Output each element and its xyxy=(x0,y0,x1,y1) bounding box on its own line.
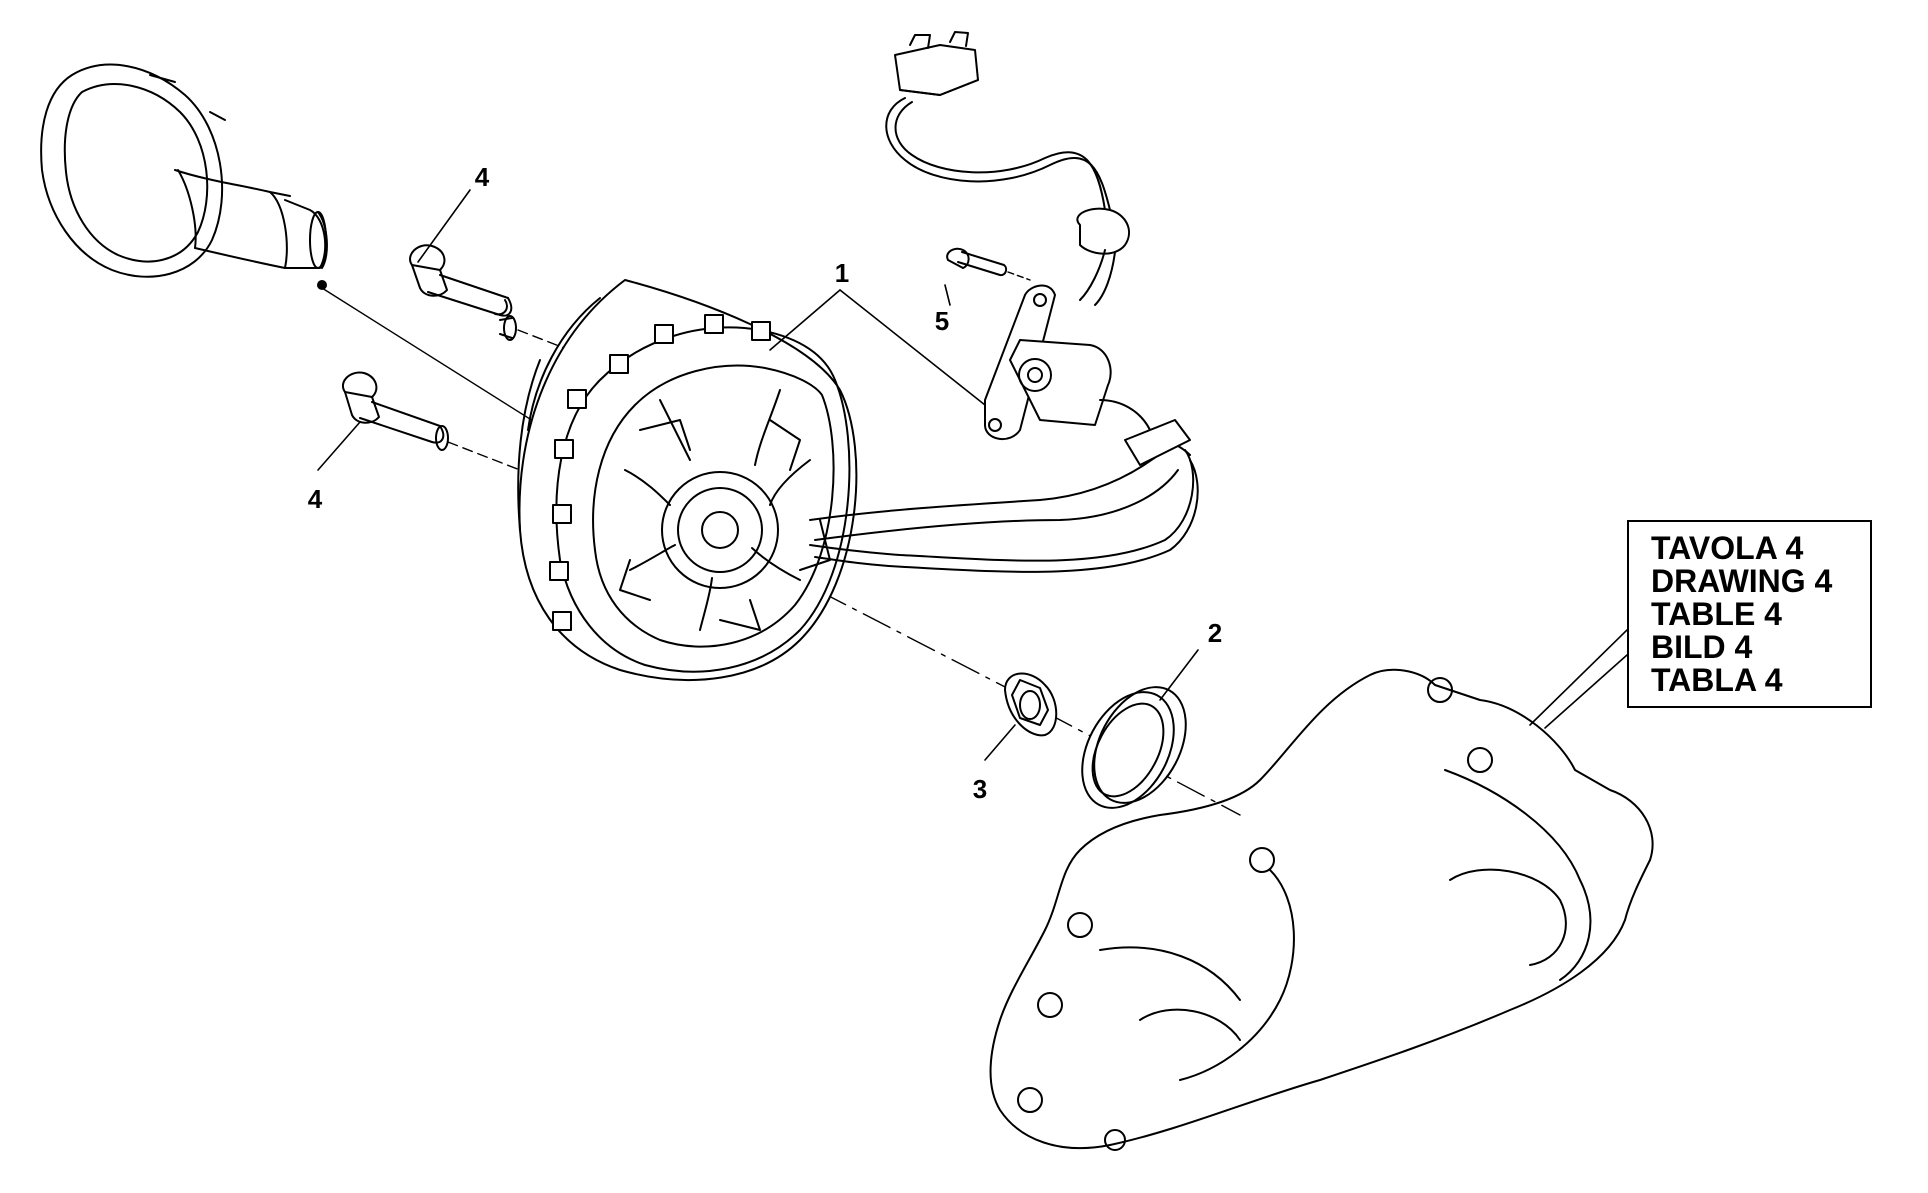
reference-line-italian: TAVOLA 4 xyxy=(1651,530,1804,566)
reference-line-spanish: TABLA 4 xyxy=(1651,662,1783,698)
crankcase-cover-part xyxy=(989,668,1654,1151)
callout-screw: 5 xyxy=(935,306,949,336)
reference-line-english-table: TABLE 4 xyxy=(1651,596,1782,632)
callout-seal-ring: 2 xyxy=(1208,618,1222,648)
nut-part xyxy=(1004,672,1058,737)
callout-stator: 1 xyxy=(835,258,849,288)
pickup-sensor-part xyxy=(809,31,1199,573)
callout-labels: 4 4 1 5 2 3 xyxy=(308,162,1222,804)
seal-ring-part xyxy=(1081,686,1187,809)
crankshaft-part xyxy=(40,63,328,290)
bolt-lower-part xyxy=(342,371,449,451)
reference-line-german: BILD 4 xyxy=(1651,629,1753,665)
callout-nut: 3 xyxy=(973,774,987,804)
reference-line-english-drawing: DRAWING 4 xyxy=(1651,563,1833,599)
screw-axis xyxy=(1007,271,1031,281)
drawing-reference-box: TAVOLA 4 DRAWING 4 TABLE 4 BILD 4 TABLA … xyxy=(1627,520,1872,708)
screw-part xyxy=(946,247,1008,277)
stator-part xyxy=(517,279,1179,681)
leader-lines xyxy=(317,189,1628,761)
bolt-lower-axis xyxy=(447,441,521,471)
callout-bolt-lower: 4 xyxy=(308,484,323,514)
bolt-upper-part xyxy=(409,244,517,341)
callout-bolt-upper: 4 xyxy=(475,162,490,192)
